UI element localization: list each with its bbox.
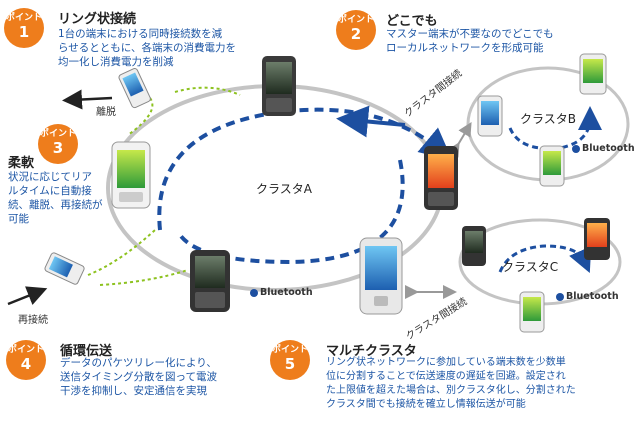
- bluetooth-icon: [556, 292, 564, 301]
- bluetooth-label-b: Bluetooth: [572, 143, 634, 154]
- bluetooth-label-a: Bluetooth: [250, 287, 313, 298]
- cluster-a-label: クラスタA: [256, 182, 312, 196]
- device-detached: [118, 68, 151, 109]
- device-right-orange: [424, 146, 458, 210]
- point-4-title: 循環伝送: [60, 344, 113, 359]
- device-reconnecting: [44, 252, 85, 285]
- bluetooth-label-c: Bluetooth: [556, 291, 619, 302]
- point-2-desc: マスター端末が不要なのでどこでもローカルネットワークを形成可能: [386, 28, 554, 54]
- device-c-right: [584, 218, 610, 260]
- device-bottom-left: [190, 250, 230, 312]
- point-5-title: マルチクラスタ: [326, 344, 417, 359]
- reconnect-arrow: [7, 286, 48, 306]
- bluetooth-icon: [250, 288, 258, 297]
- point-1-desc: 1台の端末における同時接続数を減らせるとともに、各端末の消費電力を均一化し消費電…: [58, 28, 236, 68]
- device-b-top-right: [579, 53, 607, 95]
- point-3-desc: 状況に応じてリアルタイムに自動接続、離脱、再接続が可能: [8, 171, 103, 225]
- point-3-title: 柔軟: [8, 156, 35, 171]
- cluster-a-flow-arrow-return: [178, 159, 405, 265]
- device-b-bottom: [539, 145, 565, 187]
- cluster-b-flow-arrow: [508, 106, 602, 151]
- point-4-desc: データのパケツリレー化により、送信タイミング分散を図って電波干渉を抑制し、安定通…: [60, 357, 217, 397]
- point-2-title: どこでも: [386, 14, 438, 29]
- device-c-bottom: [519, 291, 545, 333]
- point-1-title: リング状接続: [58, 12, 137, 27]
- reconnect-dotted-line: [87, 229, 156, 276]
- device-bottom-right: [359, 237, 403, 315]
- detach-arrow: [62, 89, 113, 110]
- cluster-c-flow-arrow: [498, 244, 592, 273]
- inter-cluster-link-b: [446, 121, 472, 158]
- cluster-c-label: クラスタC: [502, 260, 559, 274]
- device-b-left: [477, 95, 503, 137]
- device-left-green: [111, 141, 151, 209]
- device-c-left: [462, 226, 486, 266]
- point-5-desc: リング状ネットワークに参加している端末数を少数単位に分割することで伝送速度の遅延…: [326, 357, 576, 410]
- device-top: [262, 56, 296, 116]
- detach-label: 離脱: [96, 107, 116, 118]
- detach-dotted-line: [127, 97, 154, 136]
- cluster-b-label: クラスタB: [520, 112, 576, 126]
- cluster-a-flow-arrow: [157, 107, 453, 231]
- reconnect-label: 再接続: [18, 315, 48, 326]
- bluetooth-icon: [572, 144, 580, 153]
